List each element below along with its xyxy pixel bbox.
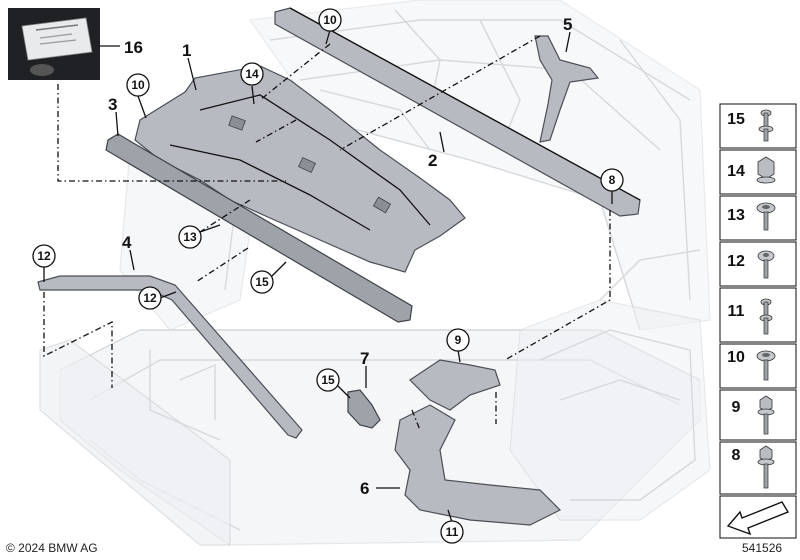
legend-15-label: 15 [727, 111, 745, 128]
callout-4: 4 [122, 233, 132, 252]
drawing-number: 541526 [742, 541, 782, 555]
leader-lines [43, 29, 613, 523]
part-7-bracket [347, 389, 381, 429]
legend-13-label: 13 [727, 207, 745, 224]
callout-3: 3 [108, 95, 117, 114]
callout-13: 13 [183, 230, 197, 244]
nut-14-icon [756, 156, 776, 184]
copyright-text: © 2024 BMW AG [6, 541, 98, 555]
callout-14: 14 [245, 67, 259, 81]
bolt-8-icon [757, 445, 775, 489]
part-1-cover-panel [134, 65, 466, 273]
legend-9-label: 9 [732, 399, 741, 416]
callout-6: 6 [360, 479, 369, 498]
fastener-legend: 15 14 13 12 11 [719, 103, 797, 539]
legend-11-label: 11 [728, 303, 745, 320]
legend-12-label: 12 [727, 253, 745, 270]
part-4-strut [37, 275, 303, 439]
callout-10-left: 10 [131, 78, 145, 92]
callout-9: 9 [455, 333, 462, 347]
callout-11: 11 [446, 525, 459, 539]
callout-5: 5 [563, 15, 572, 34]
legend-14-label: 14 [727, 163, 745, 180]
callout-8: 8 [609, 173, 616, 187]
callout-1: 1 [182, 41, 191, 60]
bolt-9-icon [757, 395, 775, 435]
callout-7: 7 [360, 349, 369, 368]
callout-2: 2 [428, 151, 437, 170]
label-plate-16 [8, 8, 100, 80]
callout-10-top: 10 [323, 13, 337, 27]
callout-15-lower: 15 [321, 373, 335, 387]
callouts: 16 1 10 10 14 5 3 2 8 4 12 13 12 15 9 7 … [32, 8, 624, 544]
part-6-support-assembly [394, 404, 562, 526]
callout-12-left: 12 [37, 249, 51, 263]
callout-16: 16 [124, 38, 143, 57]
bolt-15-icon [758, 109, 774, 142]
legend-10-label: 10 [727, 349, 745, 366]
direction-arrow-icon [726, 501, 790, 536]
callout-15-upper: 15 [255, 275, 269, 289]
part-5-bracket [534, 35, 600, 143]
bolt-11-icon [759, 298, 773, 335]
legend-8-label: 8 [732, 447, 741, 464]
screw-13-icon [756, 202, 776, 231]
callout-12-middle: 12 [143, 291, 157, 305]
screw-10-icon [756, 350, 776, 381]
dashed-assembly-lines [43, 35, 611, 431]
part-9-bracket [409, 359, 501, 411]
screw-12-icon [757, 250, 775, 279]
